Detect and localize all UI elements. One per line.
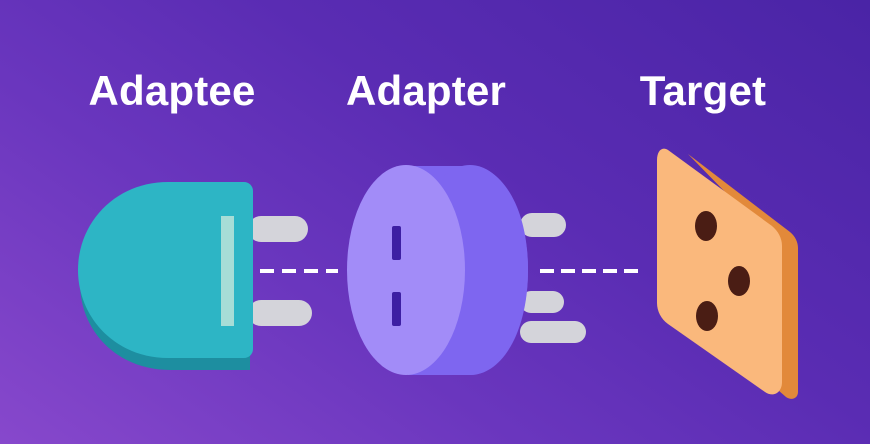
adaptee-plug-body (78, 182, 253, 358)
adaptee-plug-stripe (221, 216, 234, 326)
target-label: Target (639, 67, 767, 114)
adaptee-label: Adaptee (88, 67, 256, 114)
target-socket-hole-3 (696, 301, 718, 331)
adapter-icon (347, 165, 586, 375)
adapter-label: Adapter (345, 67, 507, 114)
target-socket-hole-1 (695, 211, 717, 241)
adapter-prong-3 (520, 321, 586, 343)
adapter-slot-bottom (392, 292, 401, 326)
adaptee-plug-icon (78, 182, 312, 370)
adapter-prong-1 (520, 213, 566, 237)
adapter-slot-top (392, 226, 401, 260)
target-socket-hole-2 (728, 266, 750, 296)
adapter-face (347, 165, 465, 375)
target-socket-icon (657, 148, 798, 399)
target-socket-face (657, 148, 782, 395)
adaptee-prong-top (248, 216, 308, 242)
adapter-prong-2 (520, 291, 564, 313)
adaptee-prong-bottom (248, 300, 312, 326)
